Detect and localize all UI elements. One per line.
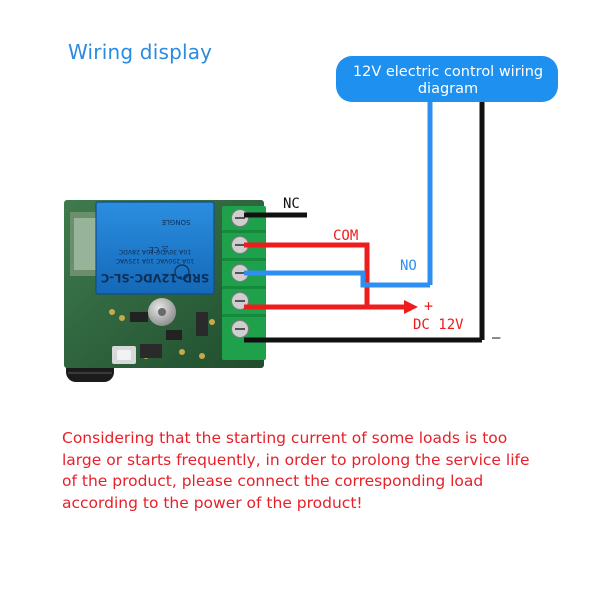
relay-logo <box>174 264 190 280</box>
relay-model-text: SRD-12VDC-SL-C <box>101 271 209 285</box>
relay <box>95 201 215 295</box>
callout-line-1: 12V electric control wiring <box>352 64 544 80</box>
callout-line-2: diagram <box>417 81 479 97</box>
capacitor <box>148 298 176 326</box>
label-com: COM <box>333 228 359 244</box>
label-plus: + <box>424 297 434 315</box>
warning-note: Considering that the starting current of… <box>62 429 530 512</box>
relay-brand-text: SONGLE <box>162 218 191 226</box>
relay-rating-line-1: 10A 250VAC 10A 125VAC <box>116 257 194 264</box>
callout-text: 12V electric control wiring diagram <box>342 64 554 98</box>
callout-pill <box>336 56 558 102</box>
relay-rating-line-2: 10A 30VDC 10A 28VDC <box>119 248 192 255</box>
wire-no <box>244 270 430 288</box>
label-no: NO <box>400 258 417 274</box>
certification-marks: ◬ CE <box>149 245 168 254</box>
label-minus: — <box>492 330 501 346</box>
label-nc: NC <box>283 196 300 212</box>
page-title: Wiring display <box>68 40 213 64</box>
label-dc12v: DC 12V <box>413 317 464 333</box>
wire-dc-plus-arrow <box>404 300 418 314</box>
